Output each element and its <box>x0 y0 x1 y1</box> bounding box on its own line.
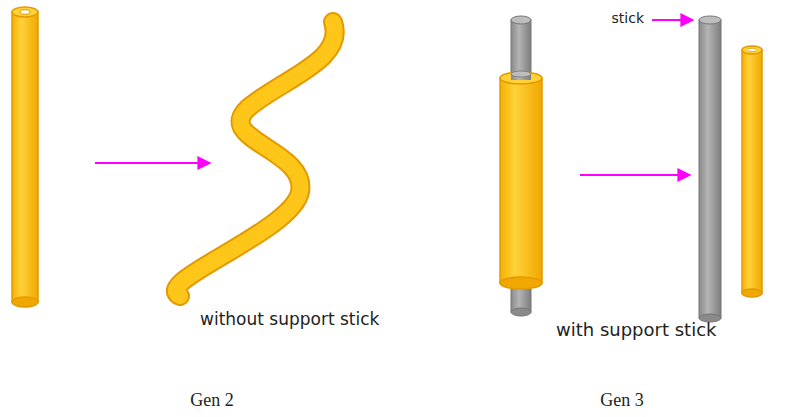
caption-label: with support stick <box>556 320 717 341</box>
support-stick <box>699 16 721 322</box>
process-arrow <box>95 162 210 164</box>
tube-on-stick <box>500 16 542 316</box>
straight-tube <box>12 7 38 307</box>
generation-label: Gen 2 <box>190 390 234 411</box>
part-label: stick <box>612 10 644 26</box>
caption-label: without support stick <box>200 310 379 330</box>
thin-tube <box>742 46 762 297</box>
leader-arrow <box>652 19 693 21</box>
collapsed-tube <box>176 22 335 296</box>
generation-label: Gen 3 <box>600 390 644 411</box>
process-arrow <box>580 174 690 176</box>
